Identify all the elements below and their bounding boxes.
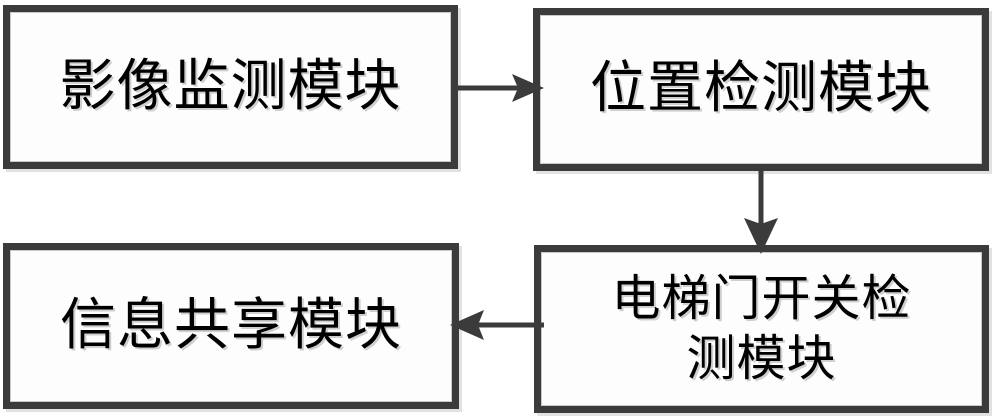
node-info-sharing-label: 信息共享模块 — [60, 292, 402, 358]
edge-image-monitoring-to-position-detection — [452, 74, 544, 102]
arrowhead-left-icon — [450, 310, 484, 340]
node-door-switch-detection-label: 电梯门开关检 测模块 — [611, 270, 912, 387]
node-image-monitoring-label: 影像监测模块 — [59, 53, 402, 119]
node-image-monitoring[interactable]: 影像监测模块 — [3, 5, 458, 169]
edge-position-detection-to-door-switch-detection — [744, 166, 778, 254]
node-position-detection[interactable]: 位置检测模块 — [533, 8, 989, 171]
node-info-sharing[interactable]: 信息共享模块 — [3, 243, 459, 409]
node-door-switch-detection[interactable]: 电梯门开关检 测模块 — [534, 245, 989, 413]
edge-door-switch-detection-to-info-sharing — [450, 310, 544, 340]
arrowhead-down-icon — [744, 218, 778, 254]
node-position-detection-label: 位置检测模块 — [590, 56, 932, 122]
arrowhead-right-icon — [512, 74, 544, 102]
